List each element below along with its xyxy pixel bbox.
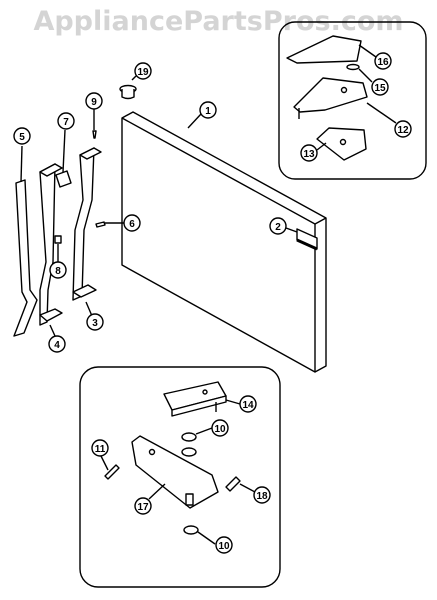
screw-top [92,130,97,139]
svg-text:11: 11 [95,444,106,455]
svg-text:15: 15 [374,83,386,94]
hinge-strip [72,147,102,301]
handle-plug [119,84,137,100]
pin-screw [225,476,241,492]
clip [55,170,72,188]
callout-4: 4 [48,324,66,353]
bolt [104,464,120,480]
svg-text:4: 4 [54,340,60,351]
trim-strip-middle [39,163,63,326]
hinge-cover [286,35,362,64]
inset-frame-top [278,21,427,180]
svg-text:3: 3 [92,318,98,329]
bottom-hinge-plate [163,381,227,417]
svg-text:19: 19 [137,67,149,78]
svg-text:12: 12 [397,125,409,136]
svg-text:10: 10 [214,424,226,435]
callout-15: 15 [358,68,389,96]
hinge-shim [316,127,367,161]
callout-1: 1 [187,101,217,129]
svg-text:17: 17 [137,502,149,513]
svg-text:1: 1 [205,106,211,117]
svg-text:13: 13 [303,149,315,160]
callout-3: 3 [85,301,104,331]
svg-text:5: 5 [19,132,25,143]
callout-2: 2 [269,217,298,235]
screw-side [95,221,106,228]
door-panel [121,111,327,373]
callout-13: 13 [300,142,327,162]
callout-10-upper: 10 [195,419,229,437]
callout-18: 18 [239,483,271,504]
callout-7: 7 [57,112,75,173]
callout-9: 9 [85,92,103,130]
svg-text:18: 18 [256,491,268,502]
bottom-hinge-bracket [131,435,219,509]
callout-14: 14 [225,395,257,413]
washer-upper-a [181,432,197,442]
callout-19: 19 [131,62,152,81]
washer-lower [183,525,199,535]
svg-text:9: 9 [91,97,97,108]
washer-top [346,63,360,71]
callout-16: 16 [358,44,392,70]
svg-text:16: 16 [377,57,389,68]
callout-11: 11 [91,439,109,471]
callout-12: 12 [366,102,412,138]
svg-text:6: 6 [129,219,135,230]
callout-6: 6 [105,214,141,232]
svg-text:10: 10 [218,541,230,552]
svg-text:7: 7 [63,117,69,128]
callout-8: 8 [49,244,67,279]
callout-5: 5 [13,127,31,183]
svg-text:2: 2 [275,222,281,233]
svg-text:8: 8 [55,266,61,277]
washer-upper-b [181,447,197,457]
top-hinge [293,77,368,119]
trim-strip-left [13,179,38,337]
spacer-block [54,235,62,244]
callout-10-lower: 10 [197,531,233,554]
svg-text:14: 14 [242,400,254,411]
callout-17: 17 [134,483,166,515]
inset-frame-bottom [79,366,281,588]
